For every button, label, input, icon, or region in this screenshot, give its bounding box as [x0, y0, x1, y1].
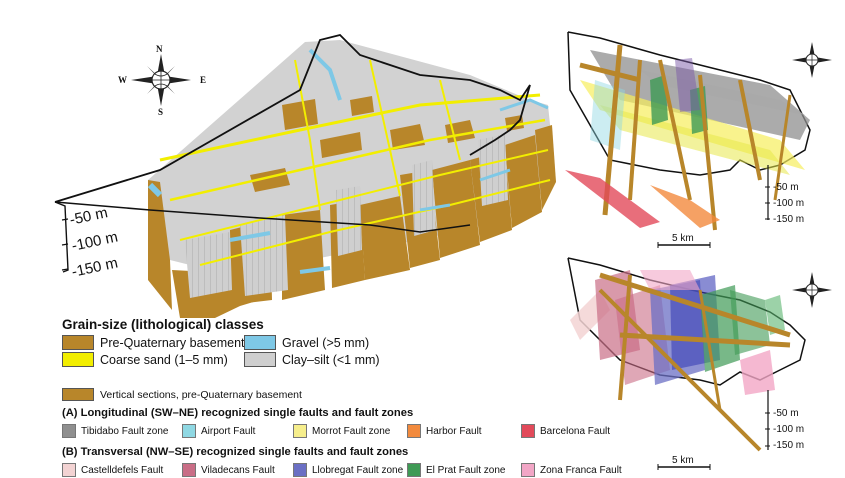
fault-morrot: Morrot Fault zone	[293, 424, 390, 438]
legend-gravel-label: Gravel (>5 mm)	[282, 335, 370, 350]
transversal-fault-panel	[567, 257, 806, 470]
top-depth-150: -150 m	[773, 214, 805, 225]
fault-elprat-label: El Prat Fault zone	[426, 464, 506, 476]
legend-title: Grain-size (lithological) classes	[62, 317, 264, 332]
top-depth-50: -50 m	[773, 182, 799, 193]
fault-airport: Airport Fault	[182, 424, 255, 438]
bottom-scale-label: 5 km	[672, 455, 694, 466]
fault-barcelona-label: Barcelona Fault	[540, 425, 611, 437]
swatch-vertical	[62, 388, 94, 401]
compass-w-label: W	[118, 75, 127, 85]
swatch-castelldefels	[62, 463, 76, 477]
main-3d-block	[54, 34, 556, 318]
swatch-llobregat	[293, 463, 307, 477]
swatch-airport	[182, 424, 196, 438]
swatch-elprat	[407, 463, 421, 477]
longitudinal-fault-panel	[565, 31, 811, 248]
compass-rose-top-icon	[792, 42, 832, 78]
swatch-clay	[244, 352, 276, 367]
compass-e-label: E	[200, 75, 207, 85]
swatch-tibidabo	[62, 424, 76, 438]
fault-castelldefels-label: Castelldefels Fault	[81, 464, 164, 476]
swatch-morrot	[293, 424, 307, 438]
legend-sand-label: Coarse sand (1–5 mm)	[100, 352, 228, 367]
legend-basement: Pre-Quaternary basement	[62, 335, 245, 350]
legend-gravel: Gravel (>5 mm)	[244, 335, 369, 350]
bottom-depth-150: -150 m	[773, 440, 805, 451]
fault-llobregat: Llobregat Fault zone	[293, 463, 403, 477]
legend-clay: Clay–silt (<1 mm)	[244, 352, 380, 367]
fault-llobregat-label: Llobregat Fault zone	[312, 464, 404, 476]
bottom-depth-50: -50 m	[773, 408, 799, 419]
top-scale-label: 5 km	[672, 233, 694, 244]
swatch-basement	[62, 335, 94, 350]
fault-harbor: Harbor Fault	[407, 424, 482, 438]
fault-elprat: El Prat Fault zone	[407, 463, 505, 477]
fault-zonafranca-label: Zona Franca Fault	[540, 464, 622, 476]
fault-airport-label: Airport Fault	[201, 425, 256, 437]
legend-clay-label: Clay–silt (<1 mm)	[282, 352, 380, 367]
fault-viladecans: Viladecans Fault	[182, 463, 275, 477]
fault-morrot-label: Morrot Fault zone	[312, 425, 391, 437]
legend-basement-label: Pre-Quaternary basement	[100, 335, 245, 350]
compass-n-label: N	[156, 44, 163, 54]
top-depth-100: -100 m	[773, 198, 805, 209]
fault-barcelona: Barcelona Fault	[521, 424, 610, 438]
fault-zonafranca: Zona Franca Fault	[521, 463, 622, 477]
fault-harbor-label: Harbor Fault	[426, 425, 482, 437]
fault-castelldefels: Castelldefels Fault	[62, 463, 163, 477]
swatch-viladecans	[182, 463, 196, 477]
compass-rose-icon	[131, 54, 191, 106]
swatch-sand	[62, 352, 94, 367]
swatch-gravel	[244, 335, 276, 350]
compass-s-label: S	[158, 107, 164, 117]
legend-vertical-label: Vertical sections, pre-Quaternary baseme…	[100, 388, 302, 401]
swatch-harbor	[407, 424, 421, 438]
transversal-title: (B) Transversal (NW–SE) recognized singl…	[62, 446, 409, 458]
legend-sand: Coarse sand (1–5 mm)	[62, 352, 228, 367]
swatch-barcelona	[521, 424, 535, 438]
fault-tibidabo: Tibidabo Fault zone	[62, 424, 168, 438]
fault-tibidabo-label: Tibidabo Fault zone	[81, 425, 169, 437]
legend-vertical-sections: Vertical sections, pre-Quaternary baseme…	[62, 388, 302, 401]
swatch-zonafranca	[521, 463, 535, 477]
longitudinal-title: (A) Longitudinal (SW–NE) recognized sing…	[62, 407, 414, 419]
bottom-depth-100: -100 m	[773, 424, 805, 435]
compass-rose-bottom-icon	[792, 272, 832, 308]
fault-viladecans-label: Viladecans Fault	[201, 464, 275, 476]
